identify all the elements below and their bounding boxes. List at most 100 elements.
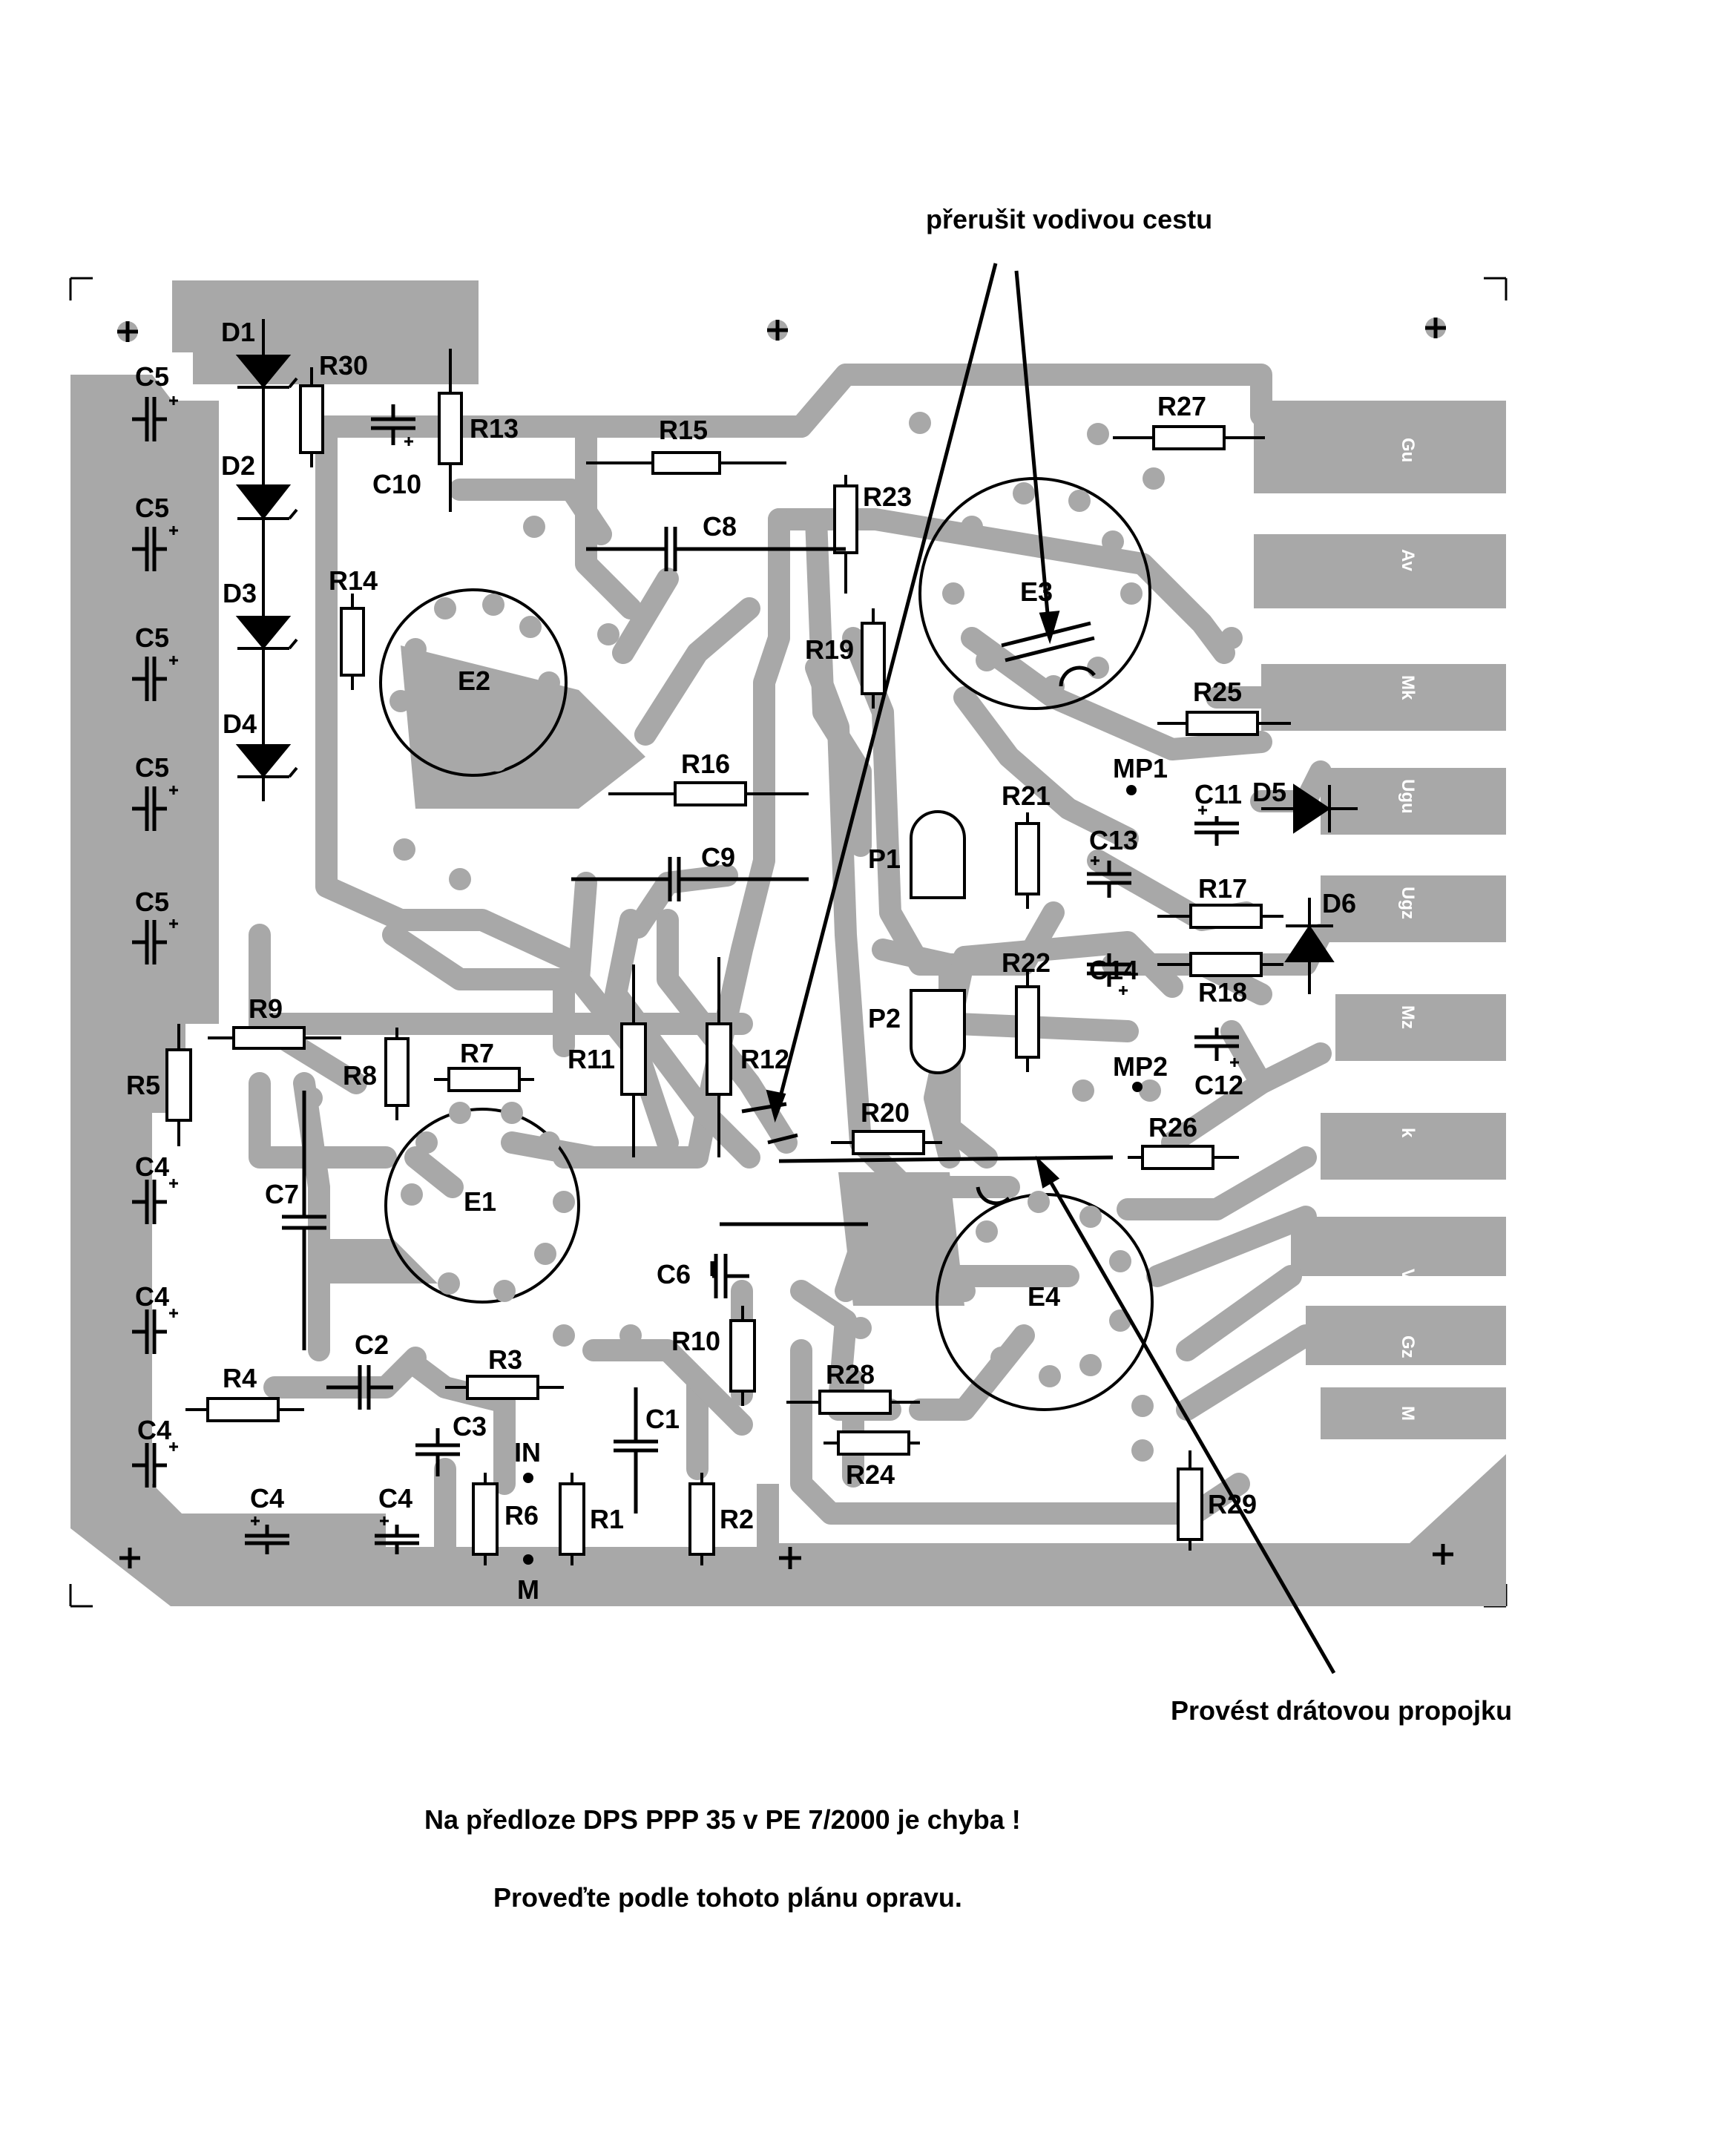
- d1-symbol: [235, 355, 292, 389]
- connector-label-8: k: [1398, 1202, 1418, 1212]
- label-r8: R8: [343, 1060, 377, 1091]
- label-d2: D2: [221, 450, 255, 481]
- label-r14: R14: [329, 565, 378, 596]
- connector-label-6: Mz: [1398, 1005, 1418, 1029]
- label-c8: C8: [703, 511, 737, 542]
- r8-body: [384, 1037, 410, 1107]
- r9-body: [232, 1026, 306, 1050]
- r13-body: [438, 392, 463, 465]
- r10-body: [729, 1319, 756, 1393]
- label-r5: R5: [126, 1070, 160, 1100]
- c9-cap: [571, 857, 809, 901]
- label-c5-e: C5: [135, 887, 169, 917]
- connector-label-7: k: [1398, 1128, 1418, 1138]
- tube-e2-outline: [379, 588, 568, 777]
- label-c11: C11: [1194, 779, 1242, 809]
- label-c13: C13: [1089, 825, 1138, 855]
- label-r10: R10: [671, 1326, 720, 1356]
- connector-label-9: Vz: [1398, 1269, 1418, 1289]
- label-r22: R22: [1002, 947, 1051, 978]
- label-c3: C3: [453, 1411, 487, 1442]
- r29-body: [1177, 1468, 1203, 1541]
- label-r28: R28: [826, 1359, 875, 1390]
- r4-body: [206, 1397, 280, 1422]
- d4-symbol: [235, 744, 292, 778]
- label-c4-a: C4: [135, 1151, 169, 1182]
- label-r17: R17: [1198, 873, 1247, 904]
- c14-cap: [1087, 953, 1131, 987]
- label-mp1: MP1: [1113, 753, 1168, 783]
- label-c14: C14: [1089, 955, 1138, 985]
- label-c4-e: C4: [378, 1483, 412, 1514]
- c7-cap: [282, 1091, 326, 1350]
- r18-body: [1189, 952, 1263, 977]
- label-p2: P2: [868, 1003, 901, 1033]
- label-e3: E3: [1020, 576, 1053, 607]
- footer-line-1: Na předloze DPS PPP 35 v PE 7/2000 je ch…: [424, 1804, 1021, 1835]
- label-r1: R1: [590, 1504, 624, 1534]
- r11-body: [620, 1022, 647, 1096]
- label-r29: R29: [1208, 1489, 1257, 1519]
- m-point: [523, 1554, 533, 1565]
- c4-caps: [132, 1180, 419, 1554]
- label-r2: R2: [720, 1504, 754, 1534]
- label-r25: R25: [1193, 677, 1242, 707]
- label-r21: R21: [1002, 780, 1051, 811]
- label-c9: C9: [701, 842, 735, 872]
- c12-cap: [1194, 1028, 1239, 1061]
- connector-label-2: Av: [1398, 549, 1418, 571]
- label-e4: E4: [1028, 1281, 1060, 1312]
- copper-pour-e1: [319, 1239, 438, 1284]
- r12-body: [706, 1022, 732, 1096]
- annotation-arrows: [766, 263, 1336, 1674]
- label-d5: D5: [1252, 777, 1286, 807]
- c13-cap: [1087, 861, 1131, 898]
- r19-body: [861, 622, 886, 695]
- component-labels: D1 D2 D3 D4 D5 D6 R1 R2 R3 R4 R5 R6 R7 R…: [126, 317, 1356, 1605]
- annotation-wire-jumper: Provést drátovou propojku: [1171, 1695, 1512, 1726]
- label-d1: D1: [221, 317, 255, 347]
- tube-e1-outline: [384, 1108, 580, 1304]
- label-r24: R24: [846, 1459, 895, 1490]
- d3-symbol: [235, 616, 292, 650]
- resistors: [165, 349, 1291, 1565]
- r23-body: [833, 484, 858, 554]
- r25-body: [1186, 711, 1259, 736]
- mp1-point: [1126, 785, 1137, 795]
- p1-body: [910, 810, 966, 899]
- r6-body: [472, 1482, 499, 1556]
- r15-body: [651, 451, 721, 475]
- r26-body: [1141, 1145, 1214, 1170]
- label-r11: R11: [568, 1044, 615, 1074]
- r24-body: [837, 1430, 910, 1456]
- label-c12: C12: [1194, 1070, 1243, 1100]
- r22-body: [1015, 985, 1040, 1059]
- pads: [300, 412, 1243, 1462]
- r5-body: [165, 1048, 192, 1122]
- copper-pour-center: [401, 645, 645, 809]
- in-point: [523, 1473, 533, 1483]
- c10-cap: [371, 404, 415, 445]
- label-e2: E2: [458, 665, 490, 696]
- connector-label-11: M: [1398, 1406, 1418, 1421]
- label-r13: R13: [470, 413, 519, 444]
- modification-marks: [741, 621, 1114, 1206]
- label-c4-b: C4: [135, 1281, 169, 1312]
- d5-symbol: [1293, 783, 1331, 834]
- label-r12: R12: [740, 1044, 789, 1074]
- label-r7: R7: [460, 1038, 494, 1068]
- label-c4-c: C4: [137, 1415, 171, 1445]
- label-c4-d: C4: [250, 1483, 284, 1514]
- label-c6: C6: [657, 1259, 691, 1289]
- r2-body: [688, 1482, 715, 1556]
- connector-label-1: Gu: [1398, 438, 1418, 462]
- mp2-point: [1132, 1082, 1143, 1092]
- capacitors: [132, 396, 1239, 1554]
- d2-symbol: [235, 484, 292, 520]
- connector-label-4: Ugu: [1398, 779, 1418, 814]
- label-d3: D3: [223, 578, 257, 608]
- label-r15: R15: [659, 415, 708, 445]
- r7-body: [447, 1067, 521, 1092]
- r17-body: [1189, 904, 1263, 929]
- c5-caps: [132, 397, 167, 964]
